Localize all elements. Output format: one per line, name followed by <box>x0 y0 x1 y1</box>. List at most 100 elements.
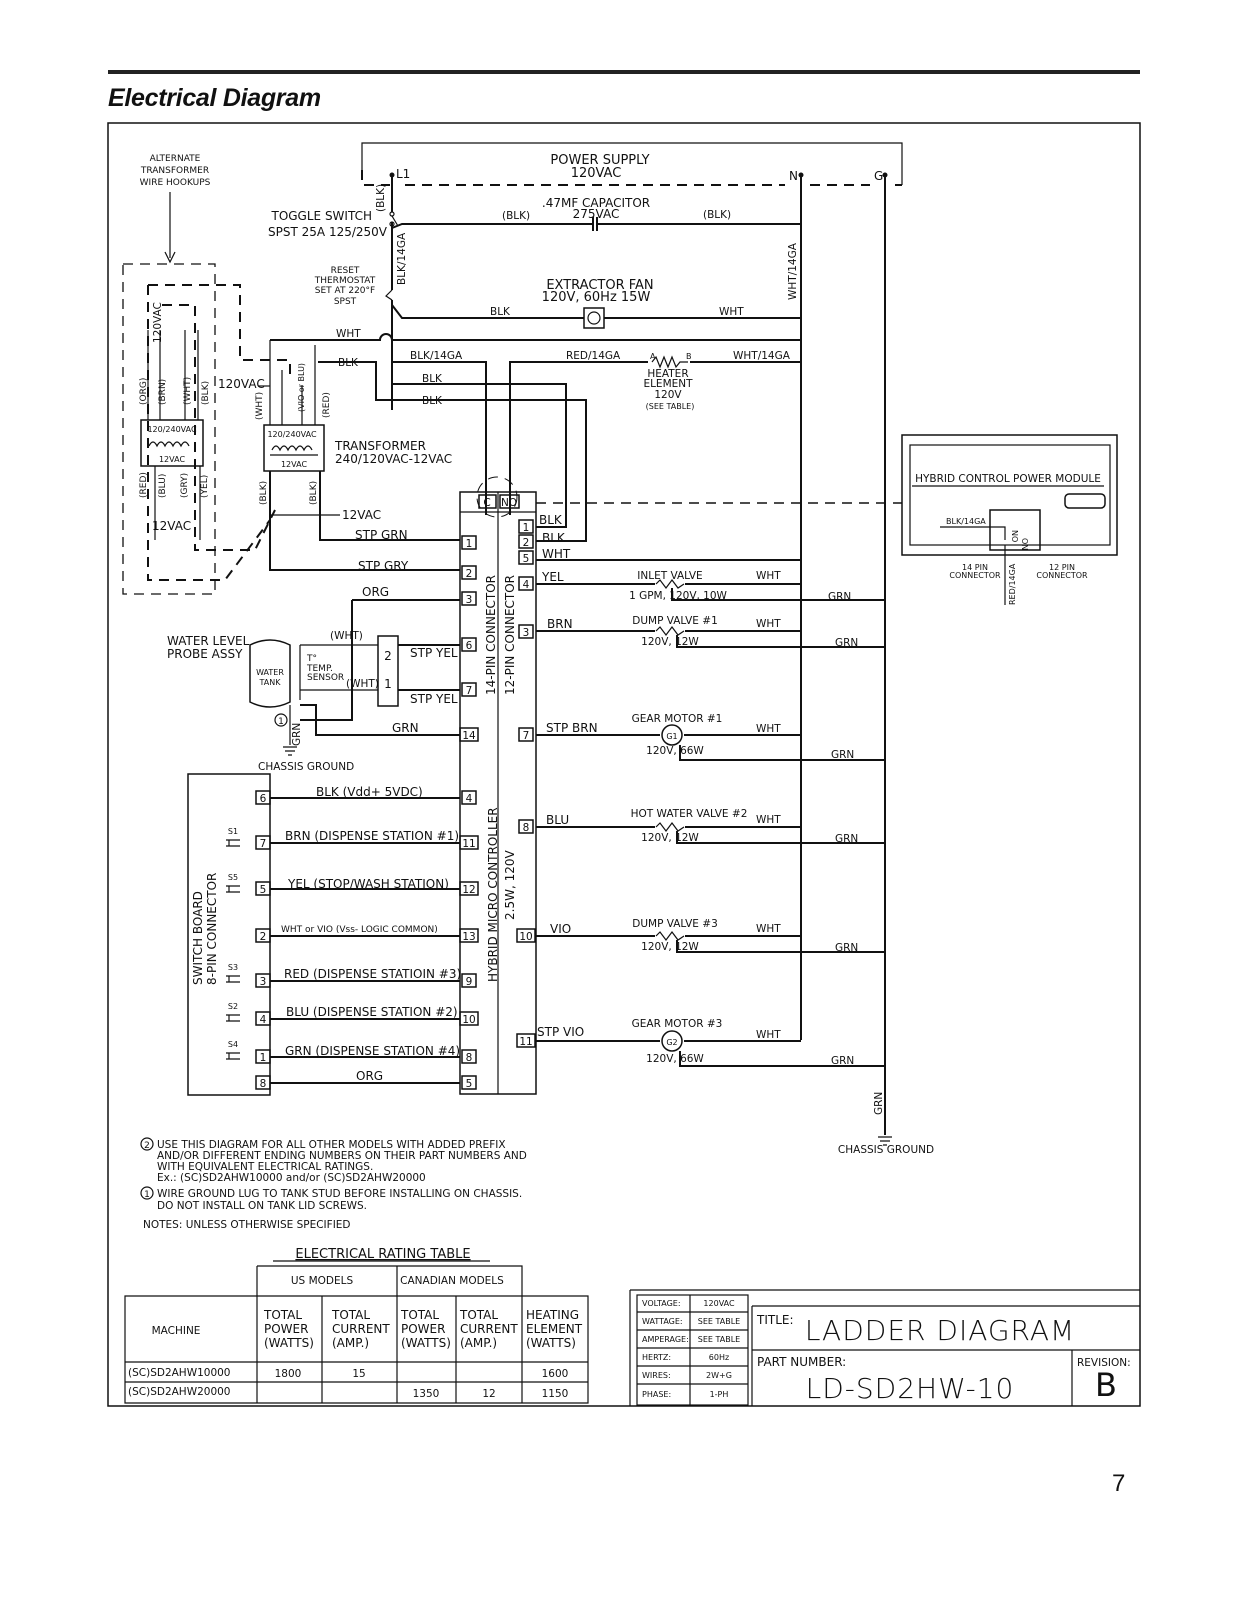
svg-text:WHT: WHT <box>756 923 781 935</box>
svg-text:1: 1 <box>260 1052 267 1064</box>
heater-terminal-b: B <box>686 352 692 361</box>
right-pin: 7 <box>523 730 530 742</box>
left-wires: STP GRN STP GRY ORG STP YEL STP YEL GRN … <box>270 528 461 1084</box>
svg-text:12 PIN: 12 PIN <box>1049 563 1075 572</box>
alternate-box <box>122 263 216 595</box>
capacitor-wire-left: (BLK) <box>502 210 530 222</box>
svg-text:(VIO or BLU): (VIO or BLU) <box>297 363 306 412</box>
svg-text:POWER: POWER <box>401 1322 445 1336</box>
svg-text:ALTERNATE: ALTERNATE <box>150 154 201 164</box>
inlet-valve-icon <box>655 579 685 589</box>
table-row: (SC)SD2AHW20000 <box>128 1386 230 1398</box>
l1-label: L1 <box>396 167 410 181</box>
ground-symbol-right <box>878 1136 892 1146</box>
toggle-switch: TOGGLE SWITCH SPST 25A 125/250V <box>268 209 399 239</box>
svg-text:TOTAL: TOTAL <box>331 1308 370 1322</box>
dump-valve-3-icon <box>655 931 685 941</box>
svg-text:TOTAL: TOTAL <box>459 1308 498 1322</box>
svg-text:WATER LEVEL: WATER LEVEL <box>167 634 250 648</box>
l1-14ga-label: BLK/14GA <box>396 232 408 285</box>
svg-text:6: 6 <box>260 793 267 805</box>
dump-valve-1-label: DUMP VALVE #1 <box>632 615 718 627</box>
svg-text:BLU: BLU <box>546 813 569 827</box>
capacitor-label: .47MF CAPACITOR <box>542 196 650 210</box>
svg-text:WHT: WHT <box>756 570 781 582</box>
left-pin: 8 <box>466 1052 473 1064</box>
notes: 2 USE THIS DIAGRAM FOR ALL OTHER MODELS … <box>140 1137 527 1231</box>
svg-text:WIRES:: WIRES: <box>642 1371 671 1380</box>
svg-text:GRN: GRN <box>835 833 858 845</box>
heater-rung <box>392 361 801 515</box>
right-pin: 5 <box>523 553 530 565</box>
spec-table: VOLTAGE:120VAC WATTAGE:SEE TABLE AMPERAG… <box>636 1294 749 1406</box>
svg-text:(WATTS): (WATTS) <box>401 1336 451 1350</box>
svg-text:(BLU): (BLU) <box>158 474 168 498</box>
svg-text:12: 12 <box>482 1388 495 1400</box>
svg-text:GRN: GRN <box>873 1092 885 1115</box>
svg-text:2: 2 <box>144 1141 150 1151</box>
svg-text:S4: S4 <box>228 1040 238 1049</box>
svg-text:BLK/14GA: BLK/14GA <box>946 517 986 526</box>
gear-motor-1-icon <box>661 724 683 746</box>
svg-text:(WATTS): (WATTS) <box>526 1336 576 1350</box>
capacitor-icon <box>592 217 598 231</box>
header-rule <box>108 70 1140 74</box>
svg-text:1: 1 <box>144 1190 150 1200</box>
svg-text:CONNECTOR: CONNECTOR <box>1036 571 1088 580</box>
fan-wire-left: BLK <box>490 306 511 318</box>
svg-text:1: 1 <box>278 717 284 727</box>
svg-text:T°: T° <box>306 654 317 664</box>
svg-text:THERMOSTAT: THERMOSTAT <box>314 276 376 286</box>
svg-text:1150: 1150 <box>542 1388 569 1400</box>
switch-s4-icon <box>226 1052 240 1060</box>
svg-text:SENSOR: SENSOR <box>307 673 344 683</box>
svg-text:WATER: WATER <box>256 668 284 677</box>
left-pin: 5 <box>466 1078 473 1090</box>
left-pin: 10 <box>462 1014 475 1026</box>
svg-text:1-PH: 1-PH <box>710 1390 729 1399</box>
svg-text:STP GRY: STP GRY <box>358 559 409 573</box>
svg-text:ORG: ORG <box>362 585 389 599</box>
svg-text:1350: 1350 <box>413 1388 440 1400</box>
left-pin: 2 <box>466 568 473 580</box>
svg-text:VOLTAGE:: VOLTAGE: <box>642 1299 681 1308</box>
controller-12pin: 12-PIN CONNECTOR <box>503 575 517 695</box>
svg-text:HEATING: HEATING <box>526 1308 579 1322</box>
gear-motor-3-rating: 120V, 66W <box>646 1053 704 1065</box>
rating-table: ELECTRICAL RATING TABLE US MODELS CANADI… <box>124 1247 589 1404</box>
svg-text:RED/14GA: RED/14GA <box>1008 563 1017 605</box>
wht-rung <box>270 333 801 341</box>
svg-text:G2: G2 <box>666 1038 677 1047</box>
fan-rung <box>391 304 801 319</box>
heater-icon <box>651 355 688 369</box>
svg-text:1600: 1600 <box>542 1368 569 1380</box>
right-pins: 1 2 5 4 3 7 8 10 11 <box>516 519 536 1048</box>
note-line: NOTES: UNLESS OTHERWISE SPECIFIED <box>143 1219 351 1231</box>
svg-text:AMPERAGE:: AMPERAGE: <box>642 1335 689 1344</box>
power-supply-label: POWER SUPPLY <box>550 153 649 168</box>
svg-text:(WATTS): (WATTS) <box>264 1336 314 1350</box>
svg-text:(WHT): (WHT) <box>183 377 193 405</box>
svg-text:STP YEL: STP YEL <box>410 692 458 706</box>
capacitor-rating: 275VAC <box>573 207 620 221</box>
ground-symbol-left <box>283 705 297 756</box>
alternate-transformer: ALTERNATE TRANSFORMER WIRE HOOKUPS 120/2… <box>122 154 291 595</box>
svg-text:BLK: BLK <box>422 395 443 407</box>
svg-text:2: 2 <box>384 649 392 663</box>
svg-text:ELEMENT: ELEMENT <box>526 1322 583 1336</box>
svg-text:(AMP.): (AMP.) <box>332 1336 369 1350</box>
svg-text:RESET: RESET <box>331 266 360 276</box>
svg-text:(YEL): (YEL) <box>200 475 210 498</box>
note-line: USE THIS DIAGRAM FOR ALL OTHER MODELS WI… <box>157 1139 506 1151</box>
svg-text:STP YEL: STP YEL <box>410 646 458 660</box>
svg-text:WHT: WHT <box>756 1029 781 1041</box>
inlet-valve-rating: 1 GPM, 120V, 10W <box>629 590 727 602</box>
svg-text:TOTAL: TOTAL <box>400 1308 439 1322</box>
transformer-label: TRANSFORMER <box>334 439 426 453</box>
svg-text:S3: S3 <box>228 963 238 972</box>
transformer: 120/240VAC 12VAC (WHT) (VIO or BLU) (RED… <box>218 340 460 571</box>
power-module: HYBRID CONTROL POWER MODULE BLK/14GA NO … <box>901 434 1118 605</box>
svg-text:BRN (DISPENSE STATION #1): BRN (DISPENSE STATION #1) <box>285 829 459 843</box>
svg-text:(WHT): (WHT) <box>346 678 379 690</box>
